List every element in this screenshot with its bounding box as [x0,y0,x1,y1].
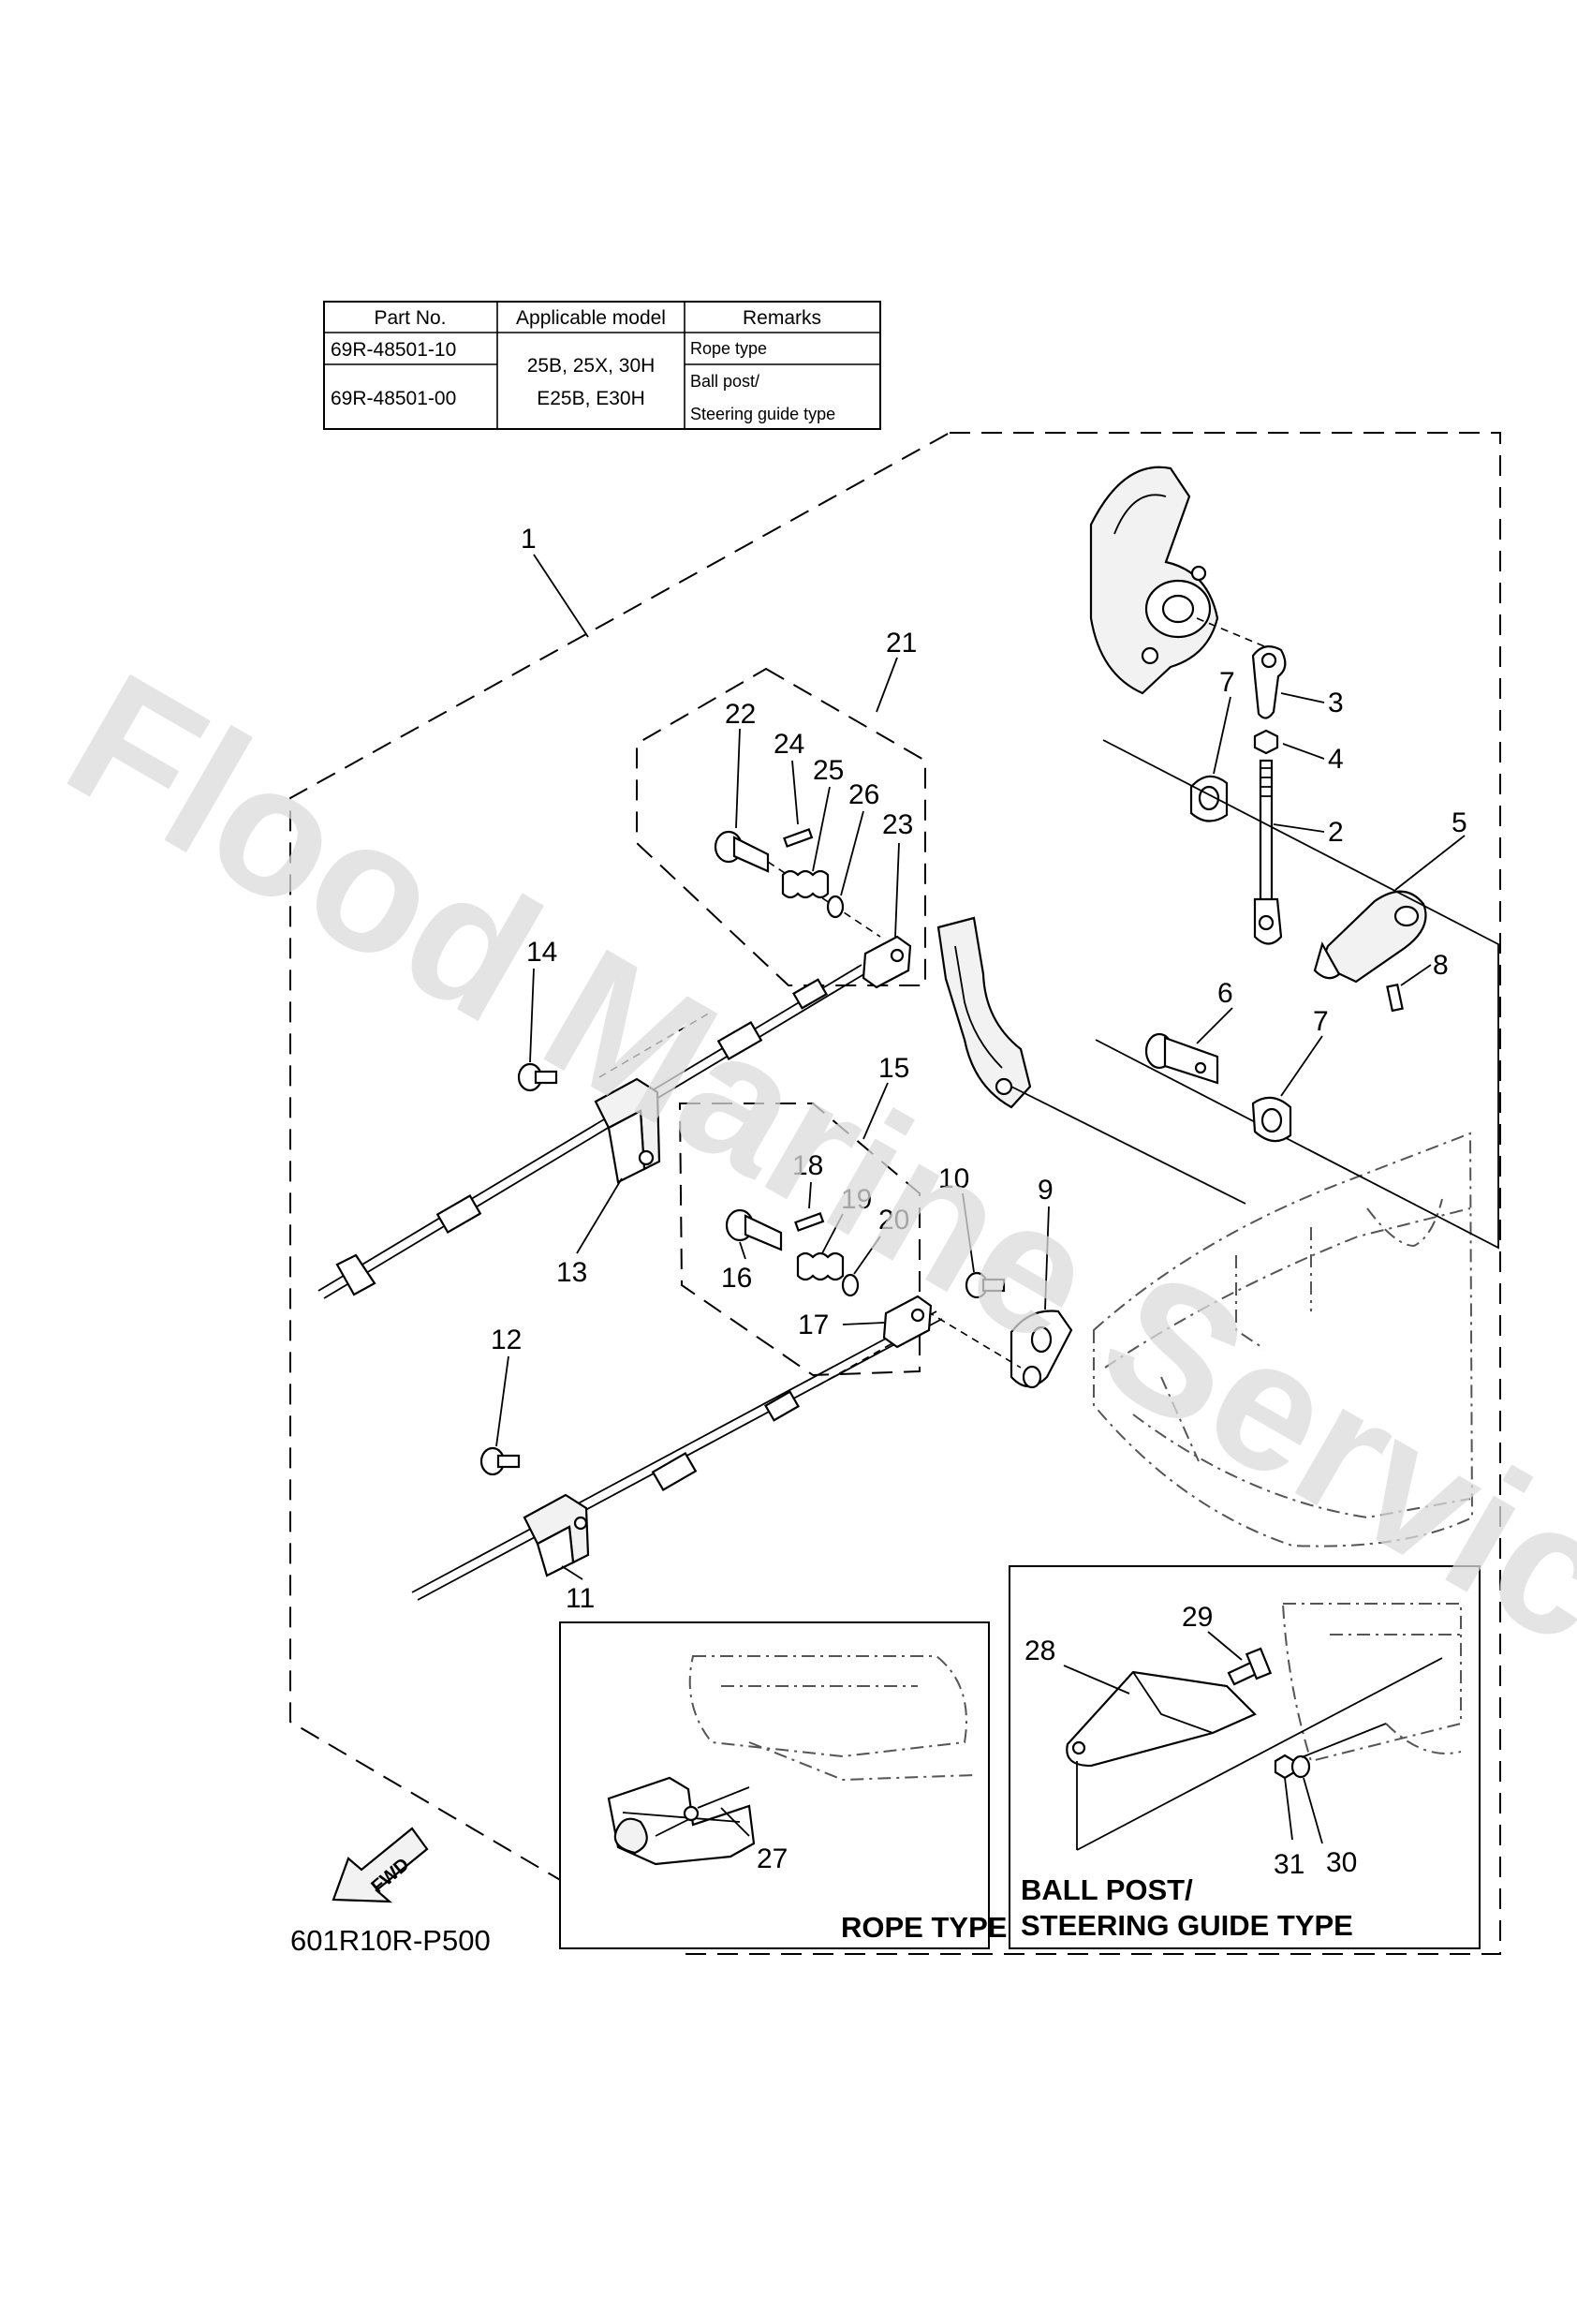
callout-8: 8 [1433,950,1449,981]
part-5-lever [1313,890,1427,984]
table-cell-part-no-2: 69R-48501-00 [331,388,456,409]
fwd-arrow: FWD [332,1827,429,1903]
callout-5: 5 [1452,807,1467,838]
callout-19: 19 [841,1184,872,1215]
part-23-cable-end [862,935,912,989]
reference-code: 601R10R-P500 [290,1924,491,1957]
lower-cable [411,1310,1022,1601]
callout-29: 29 [1182,1602,1213,1633]
part-14-screw [517,1062,558,1092]
callout-11: 11 [566,1583,595,1614]
callout-26: 26 [848,779,879,810]
callout-13: 13 [556,1257,587,1288]
part-11-bracket [523,1493,590,1577]
callout-2: 2 [1328,817,1344,848]
part-10-screw [965,1271,1006,1299]
part-25-spring [781,869,830,899]
table-header-remarks: Remarks [743,307,821,329]
part-3-link-joint [1251,645,1287,719]
callout-22: 22 [725,699,756,730]
inset-label-ball-post-line1: BALL POST/ [1021,1873,1193,1906]
callout-7-lower: 7 [1313,1006,1329,1037]
part-7-bushing-lower [1251,1096,1292,1143]
callout-7-upper: 7 [1219,667,1235,698]
callout-16: 16 [721,1263,752,1294]
part-7-bushing-upper [1189,775,1229,822]
subassembly-21-boundary [636,667,926,986]
callout-21: 21 [886,628,917,659]
part-26-washer [826,895,845,919]
callout-numbers: 1 2 3 4 5 6 7 7 8 9 10 11 12 13 14 15 16… [491,524,1467,1880]
leader-lines [495,554,1466,1844]
part-20-washer [841,1273,860,1297]
part-2-rod [1253,759,1283,945]
part-16-bolt [725,1208,783,1251]
part-8-pin [1386,983,1404,1013]
table-cell-models-1: 25B, 25X, 30H [527,355,656,377]
table-header-part-no: Part No. [374,307,446,329]
callout-10: 10 [938,1163,969,1194]
inset-label-rope-type: ROPE TYPE [841,1911,1007,1944]
callout-3: 3 [1328,688,1344,718]
callout-12: 12 [491,1325,522,1355]
callout-25: 25 [813,755,844,786]
part-4-nut [1253,729,1279,755]
callout-1: 1 [521,524,537,555]
swivel-bracket-part [1089,466,1265,695]
part-9-guide-link [1010,1310,1073,1389]
part-24-pin [783,828,814,848]
part-19-spring [796,1251,845,1281]
part-17-cable-end [882,1295,933,1349]
lower-cowling-outline [1093,1132,1474,1547]
linkage-extension-box [1095,739,1499,1250]
callout-28: 28 [1024,1636,1055,1666]
table-cell-part-no-1: 69R-48501-10 [331,339,456,361]
callout-31: 31 [1274,1849,1304,1880]
callout-30: 30 [1326,1847,1357,1878]
callout-17: 17 [798,1310,829,1340]
part-number-table: Part No. Applicable model Remarks 69R-48… [323,301,881,430]
table-cell-models-2: E25B, E30H [537,388,645,409]
control-arm [936,916,1246,1205]
part-18-pin [794,1212,825,1232]
inset-label-ball-post-line2: STEERING GUIDE TYPE [1021,1909,1353,1942]
assembly-boundary [289,432,1501,1955]
callout-4: 4 [1328,744,1344,775]
upper-cable [317,964,868,1299]
callout-23: 23 [882,809,913,840]
callout-14: 14 [526,937,557,968]
inset-ball-post-type: BALL POST/ STEERING GUIDE TYPE [1009,1565,1481,1949]
callout-27: 27 [757,1843,788,1874]
callout-15: 15 [878,1053,909,1084]
table-header-applicable-model: Applicable model [516,307,666,329]
subassembly-15-boundary [678,1103,921,1377]
callout-9: 9 [1038,1175,1054,1206]
table-cell-remarks-2a: Ball post/ [690,372,759,391]
callout-20: 20 [878,1205,909,1236]
part-22-bolt [714,830,881,938]
inset-rope-type: ROPE TYPE [559,1621,1007,1949]
table-cell-remarks-2b: Steering guide type [690,405,835,423]
callout-6: 6 [1217,978,1233,1009]
part-13-bracket [594,1077,661,1184]
part-12-screw [479,1446,521,1476]
table-cell-remarks-1: Rope type [690,339,767,358]
callout-24: 24 [774,729,804,760]
callout-18: 18 [792,1150,823,1181]
part-6-pin [1144,1032,1219,1085]
